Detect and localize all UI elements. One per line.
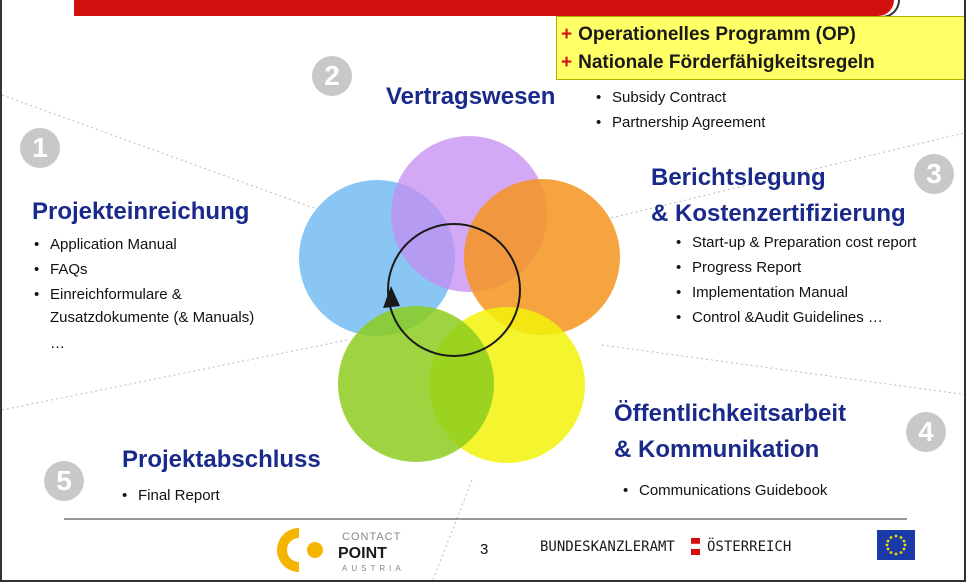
step-number-1: 1	[20, 128, 60, 168]
separator-line-bottom-left	[2, 339, 348, 411]
list-item: Subsidy Contract	[594, 85, 765, 110]
list-item: FAQs	[32, 257, 182, 282]
step-1-list: Application Manual FAQs Einreichformular…	[32, 232, 182, 307]
list-item: Start-up & Preparation cost report	[674, 230, 916, 255]
step-2-list: Subsidy Contract Partnership Agreement	[594, 85, 765, 135]
separator-line-bottom	[432, 479, 473, 580]
svg-text:CONTACT: CONTACT	[342, 531, 401, 543]
op-item: +Nationale Förderfähigkeitsregeln	[561, 49, 964, 77]
eu-flag-icon	[877, 530, 915, 560]
svg-text:POINT: POINT	[338, 545, 387, 562]
page-number: 3	[480, 541, 489, 558]
separator-line-top-left	[2, 94, 403, 241]
cycle-arrow-head	[383, 286, 400, 308]
step-4-title-line1: Öffentlichkeitsarbeit	[614, 400, 847, 427]
list-item: Einreichformulare &	[32, 282, 182, 307]
op-rules-box: +Operationelles Programm (OP) +Nationale…	[556, 16, 964, 80]
step-5-title: Projektabschluss	[122, 446, 321, 473]
list-item: Partnership Agreement	[594, 110, 765, 135]
op-item-text: Operationelles Programm (OP)	[578, 24, 856, 45]
list-item-continuation: Zusatzdokumente (& Manuals)	[50, 309, 255, 326]
list-item: Implementation Manual	[674, 280, 916, 305]
op-item: +Operationelles Programm (OP)	[561, 21, 964, 49]
list-item: Communications Guidebook	[621, 478, 827, 503]
list-item: Control &Audit Guidelines …	[674, 305, 916, 330]
step-4-title-line2: & Kommunikation	[614, 436, 820, 463]
plus-marker: +	[561, 52, 573, 73]
ministry-logo: BUNDESKANZLERAMT ÖSTERREICH	[540, 537, 791, 555]
separator-line-right	[601, 344, 964, 395]
step-number-2: 2	[312, 56, 352, 96]
step-4-list: Communications Guidebook	[621, 478, 827, 503]
step-2-title: Vertragswesen	[386, 83, 556, 110]
contact-point-logo: CONTACT POINT AUSTRIA	[277, 528, 405, 573]
svg-text:BUNDESKANZLERAMT: BUNDESKANZLERAMT	[540, 539, 675, 555]
op-item-text: Nationale Förderfähigkeitsregeln	[578, 52, 875, 73]
step-number-5: 5	[44, 461, 84, 501]
step-number-3: 3	[914, 154, 954, 194]
svg-text:AUSTRIA: AUSTRIA	[342, 564, 405, 573]
step-3-title-line1: Berichtslegung	[651, 164, 826, 191]
circle-green	[338, 306, 494, 462]
separator-line-top-right	[581, 132, 964, 226]
list-item: Application Manual	[32, 232, 182, 257]
list-item: Progress Report	[674, 255, 916, 280]
step-3-list: Start-up & Preparation cost report Progr…	[674, 230, 916, 330]
list-item: Final Report	[120, 483, 220, 508]
step-5-list: Final Report	[120, 483, 220, 508]
step-3-title-line2: & Kostenzertifizierung	[651, 200, 906, 227]
plus-marker: +	[561, 24, 573, 45]
step-number-4: 4	[906, 412, 946, 452]
step-1-title: Projekteinreichung	[32, 198, 250, 225]
svg-text:ÖSTERREICH: ÖSTERREICH	[707, 537, 791, 555]
cycle-arrow-ring	[387, 223, 521, 357]
circle-orange	[464, 179, 620, 335]
list-ellipsis: …	[50, 335, 65, 352]
